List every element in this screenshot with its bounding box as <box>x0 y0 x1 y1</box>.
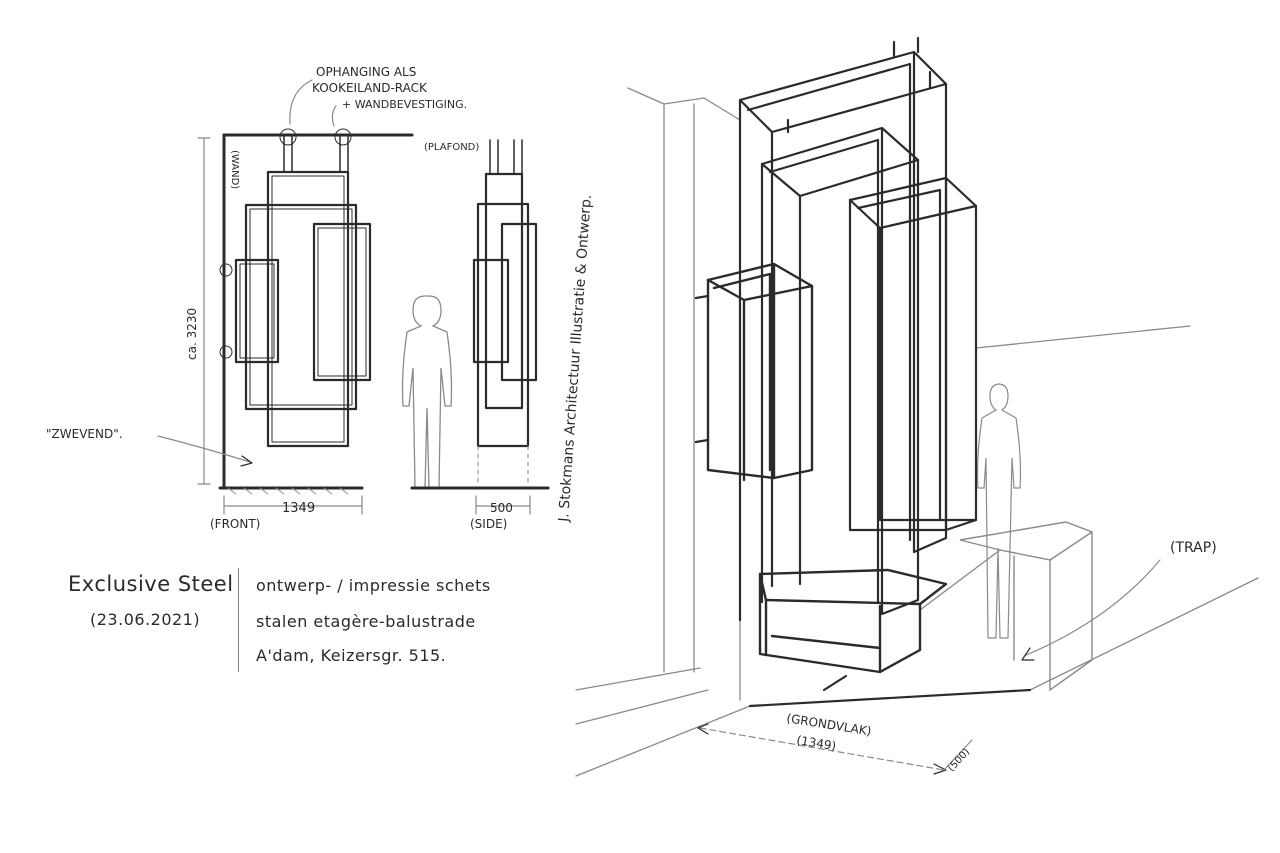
title-line-1: ontwerp- / impressie schets <box>256 576 491 595</box>
title-date: (23.06.2021) <box>90 610 201 629</box>
title-line-3: A'dam, Keizersgr. 515. <box>256 646 447 665</box>
title-client: Exclusive Steel <box>68 572 234 596</box>
label-wall-fixing: + WANDBEVESTIGING. <box>342 98 467 111</box>
label-wall: (WAND) <box>229 150 240 189</box>
label-floating: "ZWEVEND". <box>46 427 123 441</box>
title-divider <box>238 568 239 672</box>
label-floor-depth: (500) <box>946 747 972 774</box>
perspective-view <box>575 36 1259 777</box>
label-ceiling: (PLAFOND) <box>424 142 479 153</box>
side-elevation <box>410 139 550 515</box>
label-suspension-2: KOOKEILAND-RACK <box>312 81 428 95</box>
front-elevation <box>157 79 414 515</box>
label-depth-side: 500 <box>490 501 513 515</box>
annotations: OPHANGING ALS KOOKEILAND-RACK + WANDBEVE… <box>46 65 1217 774</box>
human-figure-elevation <box>401 295 453 489</box>
label-side: (SIDE) <box>470 517 507 531</box>
label-credit: J. Stokmans Architectuur Illustratie & O… <box>556 194 595 523</box>
label-stair: (TRAP) <box>1170 540 1217 556</box>
label-floor-width: (1349) <box>796 733 838 753</box>
title-line-2: stalen etagère-balustrade <box>256 612 476 631</box>
label-suspension-1: OPHANGING ALS <box>316 65 416 79</box>
label-height: ca. 3230 <box>185 308 199 360</box>
label-front: (FRONT) <box>210 517 260 531</box>
label-width-front: 1349 <box>282 501 315 516</box>
